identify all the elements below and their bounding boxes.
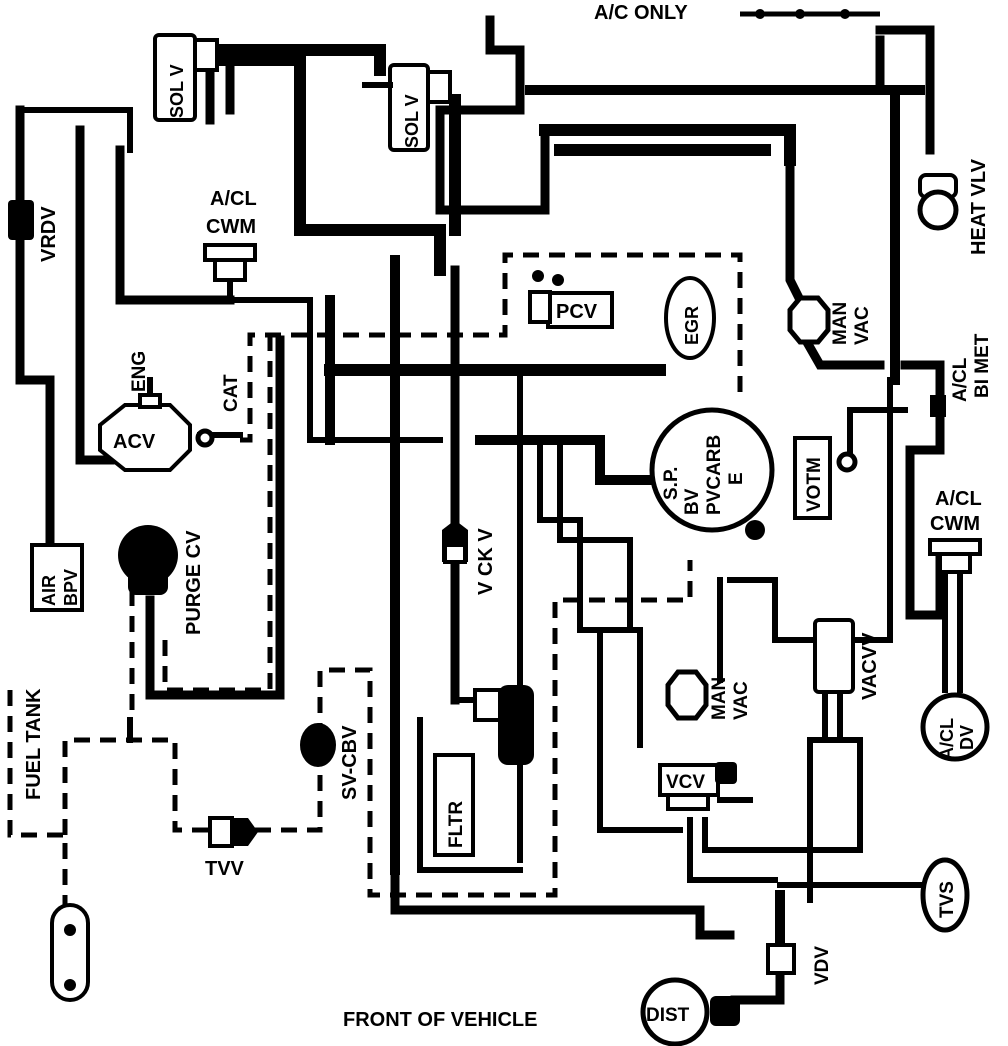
man-vac-top-label-1: MAN: [830, 302, 851, 345]
tvv-valve: [208, 816, 258, 848]
pcv-label: PCV: [556, 301, 598, 323]
man-vac-bottom-fitting: [665, 669, 709, 721]
vcv-left-valve: [473, 685, 534, 765]
dist-distributor: [640, 977, 740, 1046]
bv-label: BV: [682, 488, 703, 515]
tvs-switch: [920, 857, 970, 933]
sol-v-center-label: SOL V: [402, 94, 422, 148]
acl-cwm-right-label-2: CWM: [930, 513, 980, 535]
egr-valve: [664, 276, 716, 360]
vcv-center-valve: [658, 762, 737, 811]
votm-motor: [793, 436, 858, 520]
vcv-center-label: VCV: [666, 772, 705, 793]
air-bpv-valve: [30, 543, 84, 612]
components: [8, 33, 990, 1046]
pvcarb-label: PVCARB: [704, 435, 725, 515]
purge-cv-label: PURGE CV: [183, 530, 205, 635]
sv-cbv-label: SV-CBV: [339, 725, 361, 800]
sol-v-center-valve: [362, 63, 452, 152]
man-vac-bottom-label-2: VAC: [731, 681, 752, 720]
sol-v-left-label: SOL V: [167, 64, 187, 118]
acl-cwm-right-label-1: A/CL: [935, 488, 982, 510]
acl-cwm-right-switch: [928, 538, 982, 574]
vdv-valve: [766, 943, 796, 975]
v-ck-v-label: V CK V: [475, 528, 497, 595]
purge-cv-valve: [118, 525, 178, 595]
acl-dv-valve: [920, 692, 990, 762]
sv-cbv-valve: [300, 723, 336, 767]
acl-bimet-switch: [930, 395, 946, 417]
acv-label: ACV: [113, 431, 156, 453]
acl-cwm-top-label: A/CL: [210, 188, 257, 210]
front-of-vehicle-label: FRONT OF VEHICLE: [343, 1009, 537, 1031]
vrdv-label: VRDV: [38, 206, 60, 262]
air-bpv-label-2: BPV: [61, 569, 81, 606]
dist-label: DIST: [646, 1005, 690, 1026]
ac-only-legend-label: A/C ONLY: [594, 2, 688, 24]
vrdv-valve: [8, 200, 34, 240]
vdv-label: VDV: [812, 946, 833, 985]
fltr-label: FLTR: [446, 801, 467, 848]
vacuum-hoses: [7, 9, 963, 1005]
acl-bimet-label-1: A/CL: [950, 357, 971, 402]
man-vac-top-label-2: VAC: [852, 306, 873, 345]
v-ck-v-valve: [442, 520, 468, 564]
vacvv-valve: [813, 618, 855, 694]
carburetor: [649, 407, 775, 533]
pcv-valve: [528, 270, 614, 329]
heat-vlv-label: HEAT VLV: [968, 158, 990, 255]
acl-bimet-label-2: BI MET: [972, 333, 993, 398]
acl-cwm-top-switch: [203, 243, 257, 282]
sol-v-left-valve: [153, 33, 219, 122]
e-label: E: [726, 472, 747, 485]
heat-vlv-valve: [917, 173, 959, 231]
votm-label: VOTM: [804, 457, 825, 512]
vcv-left-label: VCV: [507, 706, 528, 745]
acl-dv-label-1: A/CL: [937, 718, 957, 760]
acl-cwm-top-label-2: CWM: [206, 216, 256, 238]
egr-label: EGR: [682, 306, 702, 345]
fuel-tank-label: FUEL TANK: [23, 688, 45, 800]
sp-label: S.P.: [661, 467, 682, 500]
fltr-filter: [433, 753, 475, 857]
man-vac-bottom-label-1: MAN: [709, 677, 730, 720]
component-labels: A/C ONLY SOL V SOL V VRDV A/CL CWM ENG C…: [23, 2, 993, 1031]
acl-dv-label-2: DV: [957, 725, 977, 750]
acv-valve: [98, 393, 215, 472]
air-bpv-label-1: AIR: [39, 575, 59, 606]
tvv-label: TVV: [205, 858, 245, 880]
cat-label: CAT: [221, 374, 242, 412]
eng-label: ENG: [129, 351, 150, 392]
fuel-tank-fitting: [50, 903, 90, 1002]
man-vac-top-fitting: [787, 295, 831, 345]
vacvv-label: VACVV: [859, 632, 881, 700]
tvs-label: TVS: [937, 881, 958, 918]
